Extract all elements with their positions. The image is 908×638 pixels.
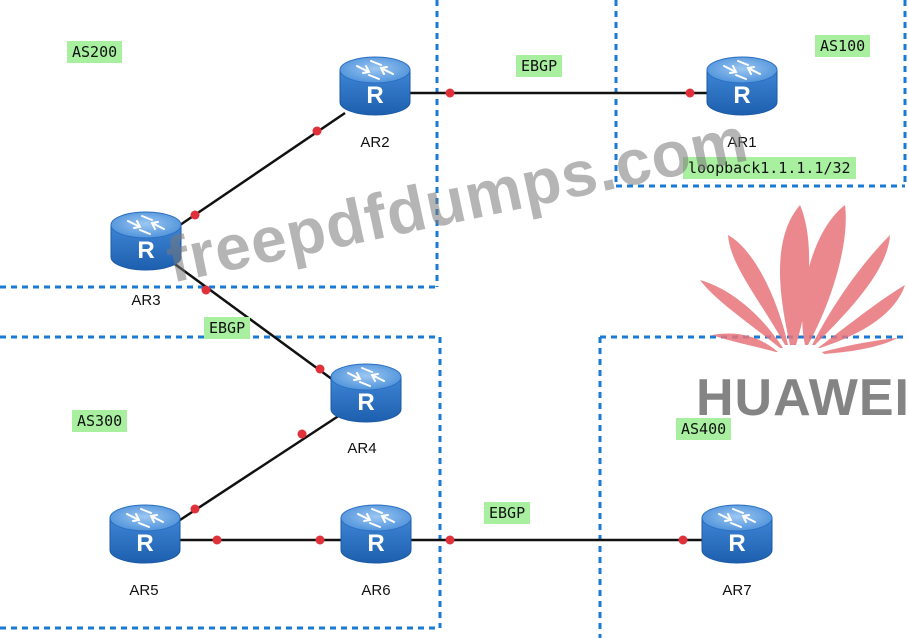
svg-text:R: R — [366, 82, 383, 109]
router-icon: R — [701, 504, 773, 564]
ebgp-label-ar6-ar7: EBGP — [484, 502, 531, 524]
port-dot — [685, 88, 695, 98]
router-icon: R — [339, 56, 411, 116]
as100-label: AS100 — [815, 35, 871, 57]
ebgp-label-ar2-ar1: EBGP — [516, 55, 563, 77]
svg-text:R: R — [728, 530, 745, 557]
port-dot — [315, 364, 325, 374]
port-dot — [312, 126, 322, 136]
router-label-ar7: AR7 — [722, 582, 752, 599]
svg-text:R: R — [137, 237, 154, 264]
router-icon: R — [110, 211, 182, 271]
port-dot — [201, 285, 211, 295]
port-dot — [678, 535, 688, 545]
router-label-ar1: AR1 — [727, 134, 757, 151]
huawei-logo-text: HUAWEI — [696, 369, 908, 427]
svg-text:R: R — [357, 389, 374, 416]
router-label-ar4: AR4 — [347, 440, 377, 457]
router-label-ar5: AR5 — [129, 582, 159, 599]
port-dot — [445, 88, 455, 98]
link-ar4-ar5 — [179, 413, 341, 522]
port-dot — [190, 210, 200, 220]
svg-text:R: R — [136, 530, 153, 557]
router-icon: R — [330, 363, 402, 423]
port-dot — [190, 504, 200, 514]
loopback-label: loopback1.1.1.1/32 — [683, 157, 856, 179]
router-icon: R — [706, 56, 778, 116]
as400-boundary — [598, 335, 908, 638]
port-dot — [315, 535, 325, 545]
ebgp-label-ar3-ar4: EBGP — [204, 317, 251, 339]
svg-text:R: R — [367, 530, 384, 557]
router-label-ar6: AR6 — [361, 582, 391, 599]
port-dot — [445, 535, 455, 545]
huawei-logo-icon — [700, 205, 905, 354]
port-dot — [297, 429, 307, 439]
as300-label: AS300 — [72, 410, 128, 432]
svg-text:R: R — [733, 82, 750, 109]
as200-boundary — [0, 0, 439, 289]
router-label-ar2: AR2 — [360, 134, 390, 151]
router-label-ar3: AR3 — [131, 292, 161, 309]
link-ar3-ar4 — [171, 260, 341, 387]
as400-label: AS400 — [676, 418, 732, 440]
router-icon: R — [109, 504, 181, 564]
port-dot — [212, 535, 222, 545]
as200-label: AS200 — [67, 41, 123, 63]
router-icon: R — [340, 504, 412, 564]
